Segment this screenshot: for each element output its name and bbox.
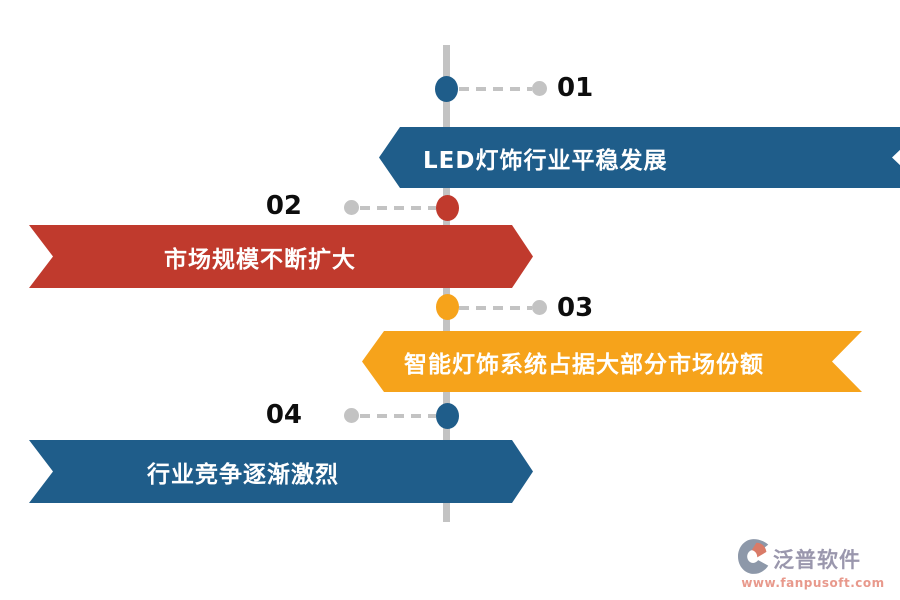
dashed-connector-2: [360, 206, 436, 210]
banner-label-2: 市场规模不断扩大: [164, 246, 356, 273]
connector-dot-4: [344, 408, 359, 423]
banner-label-1: LED灯饰行业平稳发展: [423, 147, 668, 174]
dashed-connector-1: [459, 87, 532, 91]
banner-item-2: 市场规模不断扩大: [29, 225, 533, 288]
brand-watermark: 泛普软件 www.fanpusoft.com: [738, 539, 888, 590]
step-number-3: 03: [557, 293, 594, 323]
connector-dot-1: [532, 81, 547, 96]
brand-name: 泛普软件: [773, 547, 861, 572]
step-number-4: 04: [265, 400, 302, 430]
banner-label-4: 行业竞争逐渐激烈: [147, 461, 339, 488]
timeline-node-1: [435, 76, 458, 102]
dashed-connector-4: [360, 414, 436, 418]
dashed-connector-3: [459, 306, 532, 310]
banner-item-4: 行业竞争逐渐激烈: [29, 440, 533, 503]
banner-item-3: 智能灯饰系统占据大部分市场份额: [362, 331, 862, 392]
banner-label-3: 智能灯饰系统占据大部分市场份额: [404, 351, 764, 378]
brand-website: www.fanpusoft.com: [741, 576, 885, 590]
timeline-node-4: [436, 403, 459, 429]
connector-dot-3: [532, 300, 547, 315]
timeline-node-2: [436, 195, 459, 221]
step-number-2: 02: [265, 191, 302, 221]
step-number-1: 01: [557, 73, 594, 103]
connector-dot-2: [344, 200, 359, 215]
timeline-node-3: [436, 294, 459, 320]
banner-item-1: LED灯饰行业平稳发展: [379, 127, 900, 188]
brand-logo-icon: [738, 539, 771, 578]
